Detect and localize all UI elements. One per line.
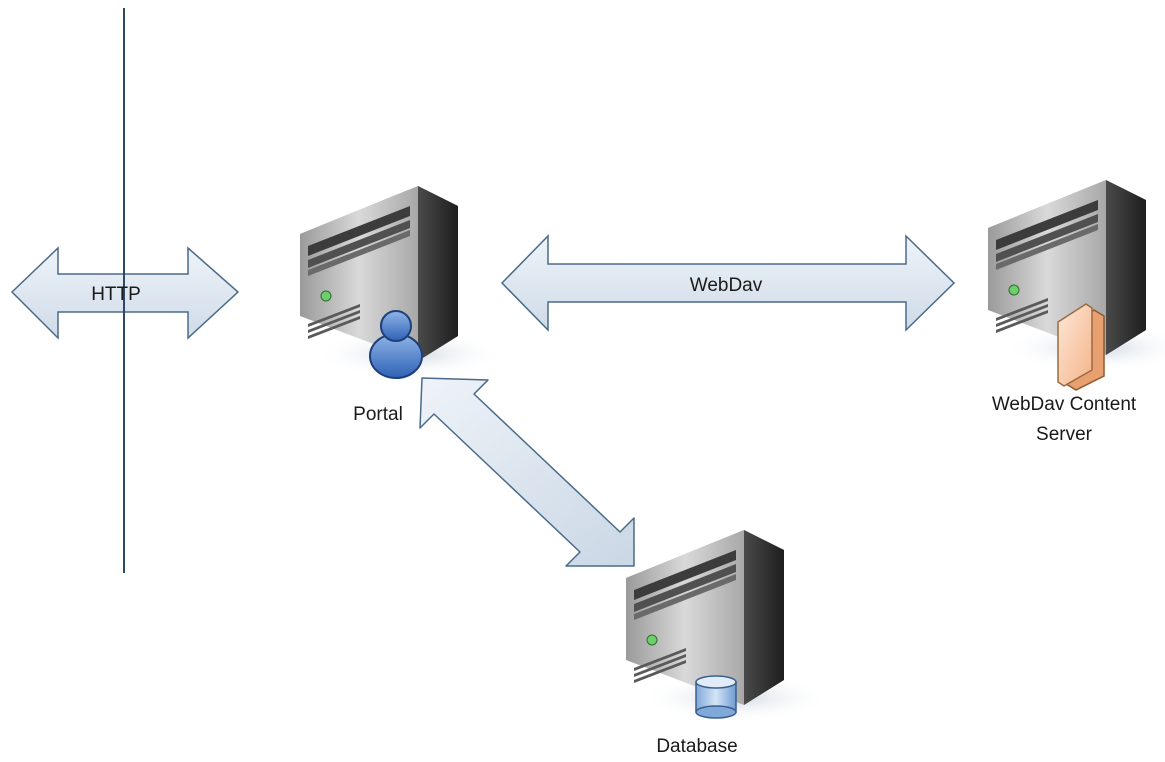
database-icon bbox=[695, 675, 737, 719]
http-label: HTTP bbox=[91, 284, 141, 305]
webdav-content-server bbox=[987, 179, 1165, 391]
portal-server bbox=[299, 185, 506, 379]
user-icon bbox=[369, 310, 423, 379]
database-label: Database bbox=[656, 736, 737, 757]
portal-database-arrow bbox=[419, 377, 635, 567]
database-server bbox=[625, 529, 832, 723]
content-server-label-line2: Server bbox=[1036, 424, 1093, 445]
webdav-arrow: WebDav bbox=[500, 234, 956, 332]
portal-label: Portal bbox=[353, 404, 403, 425]
content-server-label-line1: WebDav Content bbox=[992, 394, 1137, 415]
http-arrow: HTTP bbox=[10, 246, 240, 340]
webdav-label: WebDav bbox=[690, 275, 763, 296]
folder-icon bbox=[1057, 303, 1105, 391]
